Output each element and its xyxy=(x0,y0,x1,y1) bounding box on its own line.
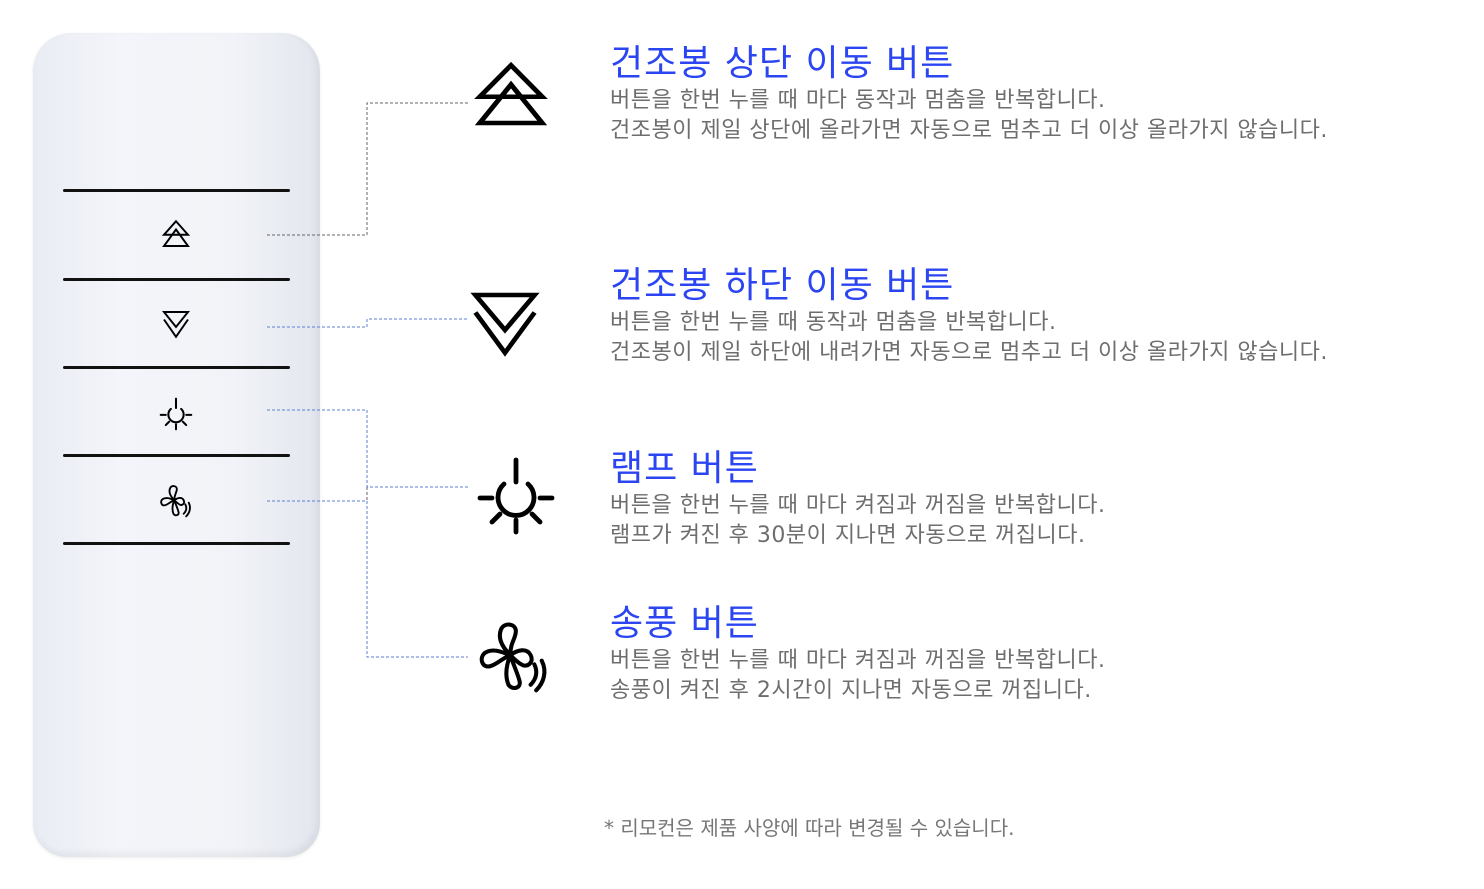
section-desc: 건조봉이 제일 하단에 내려가면 자동으로 멈추고 더 이상 올라가지 않습니다… xyxy=(610,340,1328,365)
remote-divider xyxy=(63,454,290,457)
section-desc: 건조봉이 제일 상단에 올라가면 자동으로 멈추고 더 이상 올라가지 않습니다… xyxy=(610,118,1328,143)
section-title: 송풍 버튼 xyxy=(610,603,759,644)
remote-divider xyxy=(63,366,290,369)
section-desc: 송풍이 켜진 후 2시간이 지나면 자동으로 꺼집니다. xyxy=(610,678,1092,703)
footnote: * 리모컨은 제품 사양에 따라 변경될 수 있습니다. xyxy=(604,816,1015,840)
connector-up xyxy=(267,102,468,236)
connector-lamp xyxy=(267,409,468,488)
section-desc: 버튼을 한번 누를 때 마다 동작과 멈춤을 반복합니다. xyxy=(610,88,1106,113)
section-title: 건조봉 하단 이동 버튼 xyxy=(610,265,955,306)
arrow-up-icon xyxy=(472,60,550,130)
section-desc: 버튼을 한번 누를 때 동작과 멈춤을 반복합니다. xyxy=(610,310,1057,335)
section-title: 램프 버튼 xyxy=(610,448,759,489)
section-desc: 버튼을 한번 누를 때 마다 켜짐과 꺼짐을 반복합니다. xyxy=(610,648,1106,673)
lamp-icon xyxy=(474,456,558,536)
section-title: 건조봉 상단 이동 버튼 xyxy=(610,43,955,84)
section-up: 건조봉 상단 이동 버튼 버튼을 한번 누를 때 마다 동작과 멈춤을 반복합니… xyxy=(610,42,1328,146)
remote-divider xyxy=(63,542,290,545)
connector-down xyxy=(267,318,468,328)
fan-icon xyxy=(474,620,554,694)
section-desc: 버튼을 한번 누를 때 마다 켜짐과 꺼짐을 반복합니다. xyxy=(610,493,1106,518)
section-fan: 송풍 버튼 버튼을 한번 누를 때 마다 켜짐과 꺼짐을 반복합니다. 송풍이 … xyxy=(610,602,1106,706)
section-lamp: 램프 버튼 버튼을 한번 누를 때 마다 켜짐과 꺼짐을 반복합니다. 램프가 … xyxy=(610,447,1106,551)
section-down: 건조봉 하단 이동 버튼 버튼을 한번 누를 때 동작과 멈춤을 반복합니다. … xyxy=(610,264,1328,368)
remote-control xyxy=(33,33,320,857)
arrow-down-icon xyxy=(468,288,542,358)
remote-divider xyxy=(63,189,290,192)
connector-fan xyxy=(267,500,468,658)
remote-divider xyxy=(63,278,290,281)
section-desc: 램프가 켜진 후 30분이 지나면 자동으로 꺼집니다. xyxy=(610,523,1086,548)
